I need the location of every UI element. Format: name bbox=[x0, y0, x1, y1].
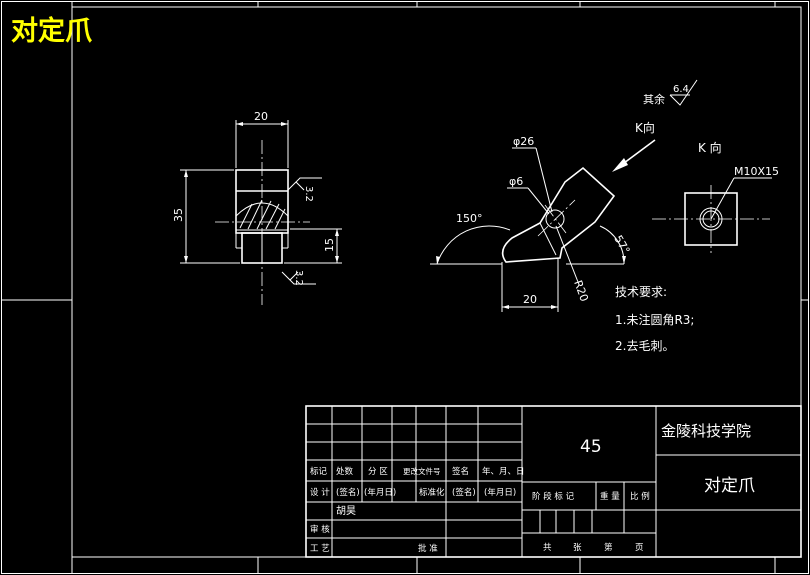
roughness-top: 3.2 bbox=[303, 186, 314, 202]
tb-process: 工 艺 bbox=[310, 544, 330, 554]
tb-design: 设 计 bbox=[310, 487, 330, 498]
roughness-bottom: 3.2 bbox=[293, 270, 304, 286]
tb-date-paren: (年月日) bbox=[364, 487, 396, 498]
tb-sign-paren-2: (签名) bbox=[452, 487, 476, 498]
tb-part-name: 对定爪 bbox=[704, 476, 755, 496]
drawing-title: 对定爪 bbox=[11, 15, 93, 47]
dim-radius: R20 bbox=[571, 279, 591, 304]
tb-author: 胡昊 bbox=[336, 504, 356, 517]
dim-diameter-large: φ26 bbox=[513, 135, 534, 148]
tb-approve: 批 准 bbox=[418, 543, 438, 554]
dim-side-height: 35 bbox=[172, 208, 185, 222]
dim-angle-left: 150° bbox=[456, 212, 483, 225]
dim-side-lower: 15 bbox=[323, 238, 336, 252]
tb-date: 年、月、日 bbox=[482, 466, 525, 477]
tech-req-item-2: 2.去毛刺。 bbox=[615, 339, 674, 353]
view-arrow-label: K向 bbox=[635, 120, 655, 135]
surface-finish-note: 其余 6.4 bbox=[643, 79, 698, 106]
tb-sheet-no: 第 bbox=[604, 542, 613, 553]
tb-mark: 标记 bbox=[310, 466, 328, 477]
tb-stage: 阶 段 标 记 bbox=[532, 491, 575, 502]
tb-sheet-total: 共 bbox=[543, 543, 552, 553]
dim-thread: M10X15 bbox=[734, 165, 779, 178]
side-view: 20 35 15 3.2 3.2 bbox=[172, 110, 342, 305]
tb-sheet-unit-1: 张 bbox=[573, 543, 582, 553]
surface-finish-value: 6.4 bbox=[673, 84, 689, 95]
front-view: φ26 φ6 150° 57° R20 20 K向 bbox=[430, 120, 656, 312]
tb-count: 处数 bbox=[336, 466, 354, 477]
tb-weight: 重 量 bbox=[600, 491, 620, 502]
tb-review: 审 核 bbox=[310, 524, 330, 535]
tb-zone: 分 区 bbox=[368, 467, 388, 477]
k-view: K 向 M10X15 bbox=[652, 140, 779, 253]
tb-change-doc: 更改文件号 bbox=[403, 466, 441, 476]
dim-side-width: 20 bbox=[254, 110, 268, 123]
technical-requirements: 技术要求: 1.未注圆角R3; 2.去毛刺。 bbox=[615, 285, 694, 353]
tb-sign-paren: (签名) bbox=[336, 487, 360, 498]
tb-material: 45 bbox=[580, 437, 602, 457]
tech-req-heading: 技术要求: bbox=[615, 285, 667, 299]
tb-sheet-unit-2: 页 bbox=[635, 543, 644, 553]
tb-institution: 金陵科技学院 bbox=[661, 422, 751, 440]
dim-base-length: 20 bbox=[523, 293, 537, 306]
tb-sign: 签名 bbox=[452, 466, 469, 477]
view-title: K 向 bbox=[698, 140, 722, 155]
title-block: 标记 处数 分 区 更改文件号 签名 年、月、日 设 计 (签名) (年月日) … bbox=[305, 405, 802, 558]
dim-diameter-small: φ6 bbox=[509, 175, 523, 188]
tb-scale: 比 例 bbox=[630, 491, 650, 502]
tb-standardize: 标准化 bbox=[419, 487, 445, 498]
tech-req-item-1: 1.未注圆角R3; bbox=[615, 312, 694, 327]
tb-date-paren-2: (年月日) bbox=[484, 487, 516, 498]
surface-finish-label: 其余 bbox=[643, 92, 665, 106]
